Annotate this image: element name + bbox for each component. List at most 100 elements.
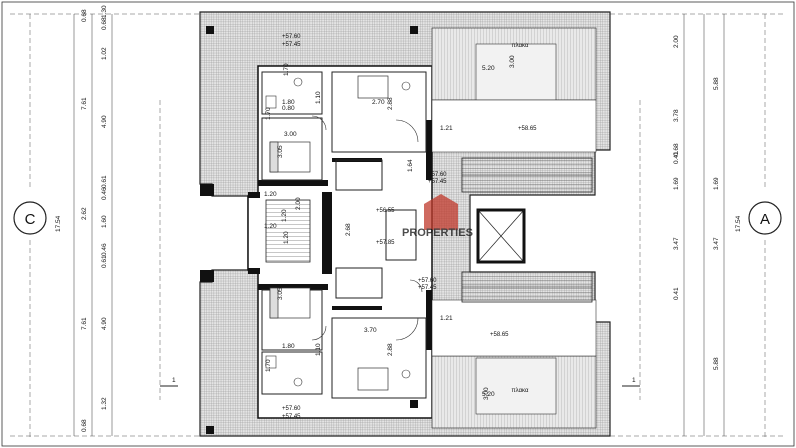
dims-right-inner: 2.003.780.680.411.693.470.41 [673,35,680,300]
dim-right-inner-2: 0.68 [673,143,680,156]
terrace-right-top [431,99,597,153]
level-mark-5: +57.45 [418,285,437,291]
dim-right-inner-3: 0.41 [673,151,680,164]
dim-right-outer-3: 5.88 [713,357,720,370]
beds [269,75,389,391]
dim-left-outer-0: 0.68 [81,9,88,22]
dims-left-outer: 0.68 7.61 2.62 7.61 0.68 [81,9,88,432]
room-dim-9: 2.88 [387,97,394,110]
axis-bubble-right: A [748,201,782,235]
dim-left-outer-2: 2.62 [81,207,88,220]
deck-label-bottom: πλακα [512,388,529,394]
room-dim-2: 5.20 [482,391,495,398]
level-mark-0: +57.60 [282,34,301,40]
elevator-shaft [476,208,526,264]
room-dim-11: 2.68 [345,223,352,236]
level-mark-10: +56.55 [376,208,395,214]
dim-right-inner-1: 3.78 [673,109,680,122]
stairs-bottom [461,271,593,303]
room-dim-4: 3.00 [284,131,297,138]
dim-left-inner-10: 1.32 [101,397,108,410]
deck-label-top: πλακα [512,43,529,49]
level-mark-8: +58.65 [518,126,537,132]
room-dim-16: 1.70 [265,107,272,120]
dim-left-outer-1: 7.61 [81,97,88,110]
overall-dim-right: 17.54 [735,215,742,232]
dim-left-inner-2: 1.30 [101,5,108,18]
room-dim-3: 3.00 [483,387,490,400]
room-dim-20: 1.70 [265,359,272,372]
axis-bubble-left: C [13,201,47,235]
level-mark-3: +57.45 [428,179,447,185]
terrace-right-bottom [431,299,597,357]
room-dim-0: 5.20 [482,65,495,72]
room-dim-6: 3.70 [364,327,377,334]
level-mark-7: +57.45 [282,414,301,420]
dim-right-outer-2: 3.47 [713,237,720,250]
dim-left-inner-7: 0.46 [101,243,108,256]
dim-left-outer-4: 0.68 [81,419,88,432]
dim-left-inner-9: 4.90 [101,317,108,330]
section-mark-right-label: 1 [632,377,636,384]
door-swings [311,115,423,341]
dims-right-outer: 5.88 1.69 3.47 5.88 [713,77,720,370]
dim-right-inner-0: 2.00 [673,35,680,48]
dim-left-outer-3: 7.61 [81,317,88,330]
dim-left-inner-5: 0.46 [101,187,108,200]
section-mark-left-label: 1 [172,377,176,384]
room-dim-13: 1.20 [281,209,288,222]
room-dim-25: 2.00 [295,197,302,210]
level-mark-2: +57.60 [428,172,447,178]
stairs-core [265,199,311,263]
watermark-text: PROPERTIES [402,227,473,239]
dim-left-inner-1: 0.68 [101,17,108,30]
axis-label-left: C [25,211,36,228]
room-dim-24: 1.70 [283,63,290,76]
room-dim-8: 2.70 [372,99,385,106]
room-dim-10: 1.64 [407,159,414,172]
room-dim-19: 1.80 [282,343,295,350]
room-dim-27: 1.20 [283,231,290,244]
room-dim-5: 3.05 [277,145,284,158]
dim-right-inner-5: 3.47 [673,237,680,250]
deck-inner-top [475,43,557,101]
dim-right-outer-1: 1.69 [713,177,720,190]
room-dim-22: 1.21 [440,315,453,322]
stairs-top [461,157,593,193]
level-marks: +57.60+57.45+57.60+57.45+57.60+57.45+57.… [282,34,537,420]
room-dim-12: 1.20 [264,223,277,230]
dim-left-inner-8: 0.61 [101,255,108,268]
dimension-lines [73,14,725,436]
dim-left-inner-4: 0.61 [101,175,108,188]
axis-label-right: A [760,211,770,228]
level-mark-1: +57.45 [282,42,301,48]
overall-dim-left: 17.54 [55,215,62,232]
watermark-logo: PROPERTIES [402,194,473,239]
room-dim-1: 3.00 [509,55,516,68]
dim-right-inner-6: 0.41 [673,287,680,300]
level-mark-11: +57.85 [376,240,395,246]
room-dim-23: 0.80 [282,105,295,112]
room-dim-7: 2.88 [387,343,394,356]
room-dim-18: 1.10 [315,343,322,356]
room-dim-14: 3.05 [277,287,284,300]
dim-right-outer-0: 5.88 [713,77,720,90]
room-partitions [261,71,427,399]
dim-left-inner-0: 1.02 [101,47,108,60]
section-mark-right: 1 [622,377,640,387]
room-dim-26: 1.20 [264,191,277,198]
dim-left-inner-6: 1.60 [101,215,108,228]
dim-left-inner-3: 4.90 [101,115,108,128]
dim-right-inner-4: 1.69 [673,177,680,190]
level-mark-9: +58.65 [490,332,509,338]
dims-left-inner: 1.020.681.304.900.610.461.600.460.614.90… [101,5,108,410]
level-mark-4: +57.60 [418,278,437,284]
deck-inner-bottom [475,357,557,415]
room-dim-17: 1.10 [315,91,322,104]
room-dim-15: 1.80 [282,99,295,106]
room-dim-21: 1.21 [440,125,453,132]
sanitary-fixtures [265,77,411,387]
